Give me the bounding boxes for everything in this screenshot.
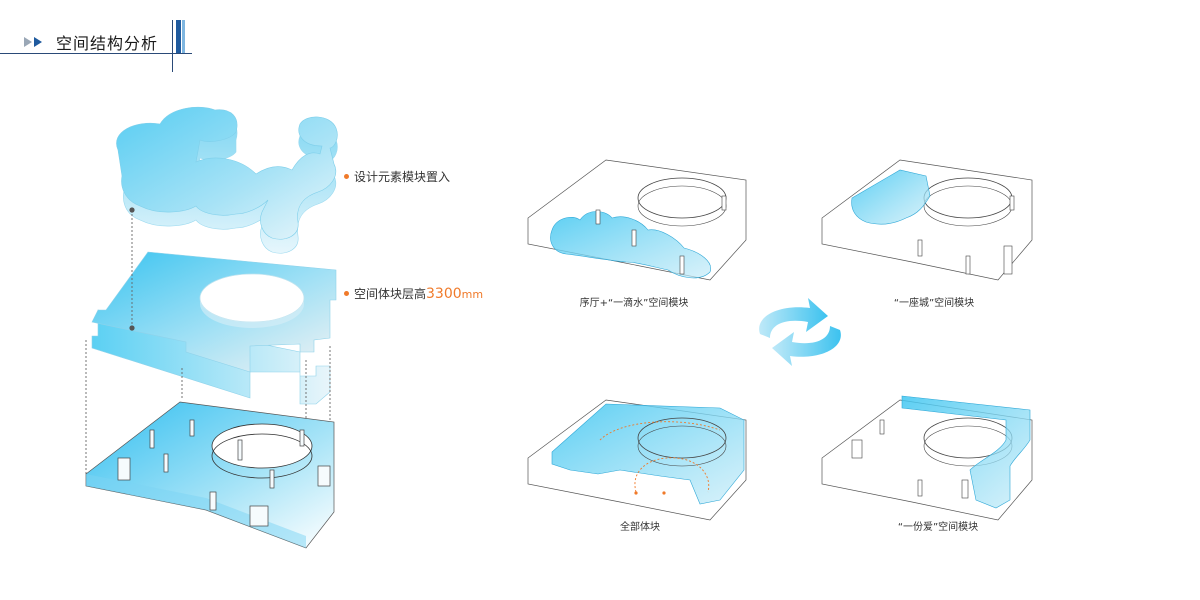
bullet-dot (344, 291, 349, 296)
panel-all-blocks (528, 400, 746, 520)
connector-dot (129, 207, 134, 212)
space-block-slab (92, 252, 336, 404)
caption-city: “一座城”空间模块 (834, 294, 1034, 309)
callout-insert-text: 设计元素模块置入 (354, 170, 450, 184)
bullet-dot (344, 174, 349, 179)
design-element-blobs (116, 107, 337, 253)
callout-height-value: 3300 (426, 286, 462, 302)
panel-city-module (822, 160, 1032, 280)
callout-height-text: 空间体块层高 (354, 287, 426, 301)
cycle-arrows-icon (759, 298, 841, 366)
caption-all: 全部体块 (540, 518, 740, 533)
callout-height: 空间体块层高3300mm (344, 285, 483, 302)
base-floor-plan (86, 402, 334, 548)
connector-dot (129, 325, 134, 330)
panel-lobby-module (528, 160, 746, 280)
panel-love-module (822, 396, 1032, 520)
caption-love: “一份爱”空间模块 (838, 518, 1038, 533)
callout-height-unit: mm (462, 288, 483, 301)
callout-insert: 设计元素模块置入 (344, 168, 450, 185)
caption-lobby: 序厅+“一滴水”空间模块 (534, 294, 734, 309)
